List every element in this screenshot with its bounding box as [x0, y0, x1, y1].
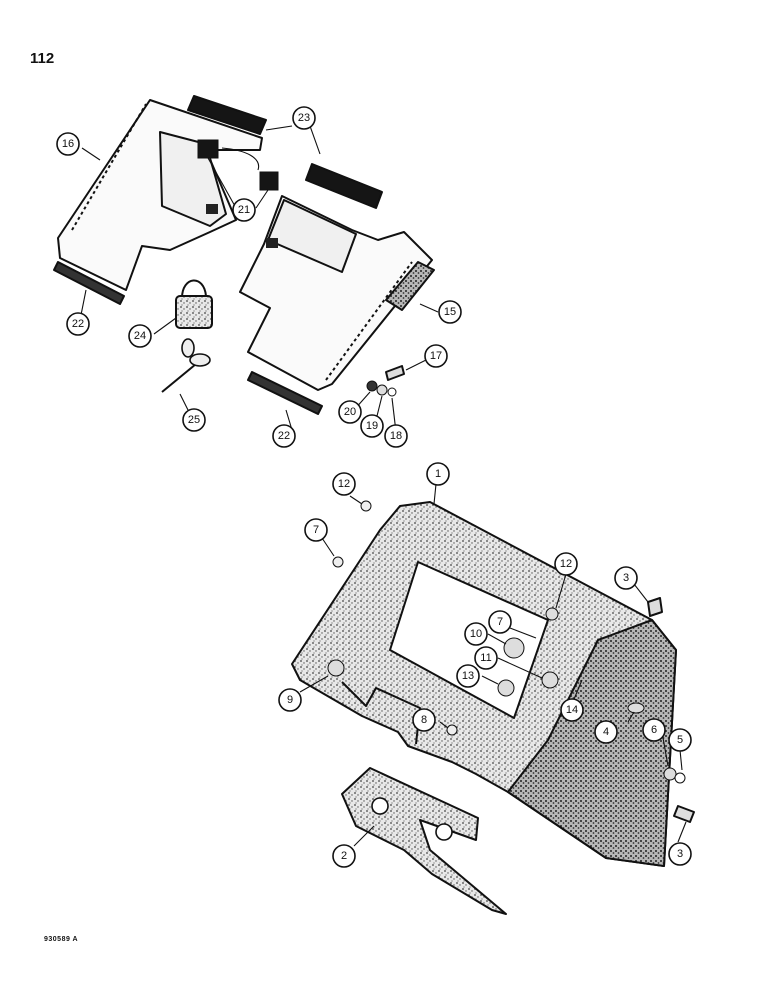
callout-8: 8	[412, 708, 436, 732]
callout-4: 4	[594, 720, 618, 744]
callout-label: 18	[390, 430, 402, 442]
latch-tab-icon	[206, 204, 218, 214]
callout-label: 3	[677, 848, 683, 860]
mounting-bracket	[341, 767, 507, 915]
callout-12: 12	[332, 472, 356, 496]
callout-19: 19	[360, 414, 384, 438]
callout-label: 12	[338, 478, 350, 490]
key-icon	[161, 338, 211, 393]
callout-label: 3	[623, 572, 629, 584]
figure-code: 930589 A	[44, 936, 79, 943]
callout-12: 12	[554, 552, 578, 576]
callout-5: 5	[668, 728, 692, 752]
padlock-icon	[175, 279, 213, 329]
latch-blocks	[197, 139, 279, 191]
callout-11: 11	[474, 646, 498, 670]
callout-label: 24	[134, 330, 146, 342]
callout-18: 18	[384, 424, 408, 448]
callout-label: 1	[435, 468, 441, 480]
seal-strips	[187, 95, 383, 209]
leader-lines	[79, 125, 687, 847]
callout-label: 16	[62, 138, 74, 150]
callout-16: 16	[56, 132, 80, 156]
callout-13: 13	[456, 664, 480, 688]
callout-label: 22	[278, 430, 290, 442]
callout-21: 21	[232, 198, 256, 222]
bolt-washer-nut-set	[366, 365, 405, 397]
callout-label: 10	[470, 628, 482, 640]
callout-15: 15	[438, 300, 462, 324]
callout-label: 23	[298, 112, 310, 124]
callout-24: 24	[128, 324, 152, 348]
callout-25: 25	[182, 408, 206, 432]
callout-label: 11	[480, 652, 491, 664]
callout-10: 10	[464, 622, 488, 646]
callout-22: 22	[66, 312, 90, 336]
callout-label: 6	[651, 724, 657, 736]
callout-label: 15	[444, 306, 456, 318]
callout-23: 23	[292, 106, 316, 130]
callout-3: 3	[668, 842, 692, 866]
callout-label: 8	[421, 714, 427, 726]
callout-14: 14	[560, 698, 584, 722]
callout-label: 5	[677, 734, 683, 746]
callout-label: 9	[287, 694, 293, 706]
callout-label: 25	[188, 414, 200, 426]
callout-1: 1	[426, 462, 450, 486]
callout-6: 6	[642, 718, 666, 742]
callout-label: 21	[238, 204, 250, 216]
callout-label: 7	[497, 616, 503, 628]
callout-label: 12	[560, 558, 572, 570]
callout-label: 4	[603, 726, 609, 738]
callout-label: 2	[341, 850, 347, 862]
callout-9: 9	[278, 688, 302, 712]
callout-20: 20	[338, 400, 362, 424]
main-frame	[291, 501, 677, 867]
callout-label: 7	[313, 524, 319, 536]
callout-3: 3	[614, 566, 638, 590]
hinge-pins	[53, 261, 323, 415]
callout-label: 13	[462, 670, 474, 682]
left-cover-plate	[57, 99, 263, 291]
plug-caps	[332, 500, 458, 736]
callout-label: 20	[344, 406, 356, 418]
callout-label: 22	[72, 318, 84, 330]
callout-7: 7	[304, 518, 328, 542]
right-cover-plate	[239, 195, 435, 391]
callout-7: 7	[488, 610, 512, 634]
latch-tab-icon	[266, 238, 278, 248]
callout-label: 17	[430, 350, 442, 362]
bolts-and-washers	[627, 597, 695, 823]
page-number: 112	[30, 50, 55, 67]
callout-17: 17	[424, 344, 448, 368]
callout-label: 19	[366, 420, 378, 432]
callout-2: 2	[332, 844, 356, 868]
callout-22: 22	[272, 424, 296, 448]
callout-label: 14	[566, 704, 578, 716]
